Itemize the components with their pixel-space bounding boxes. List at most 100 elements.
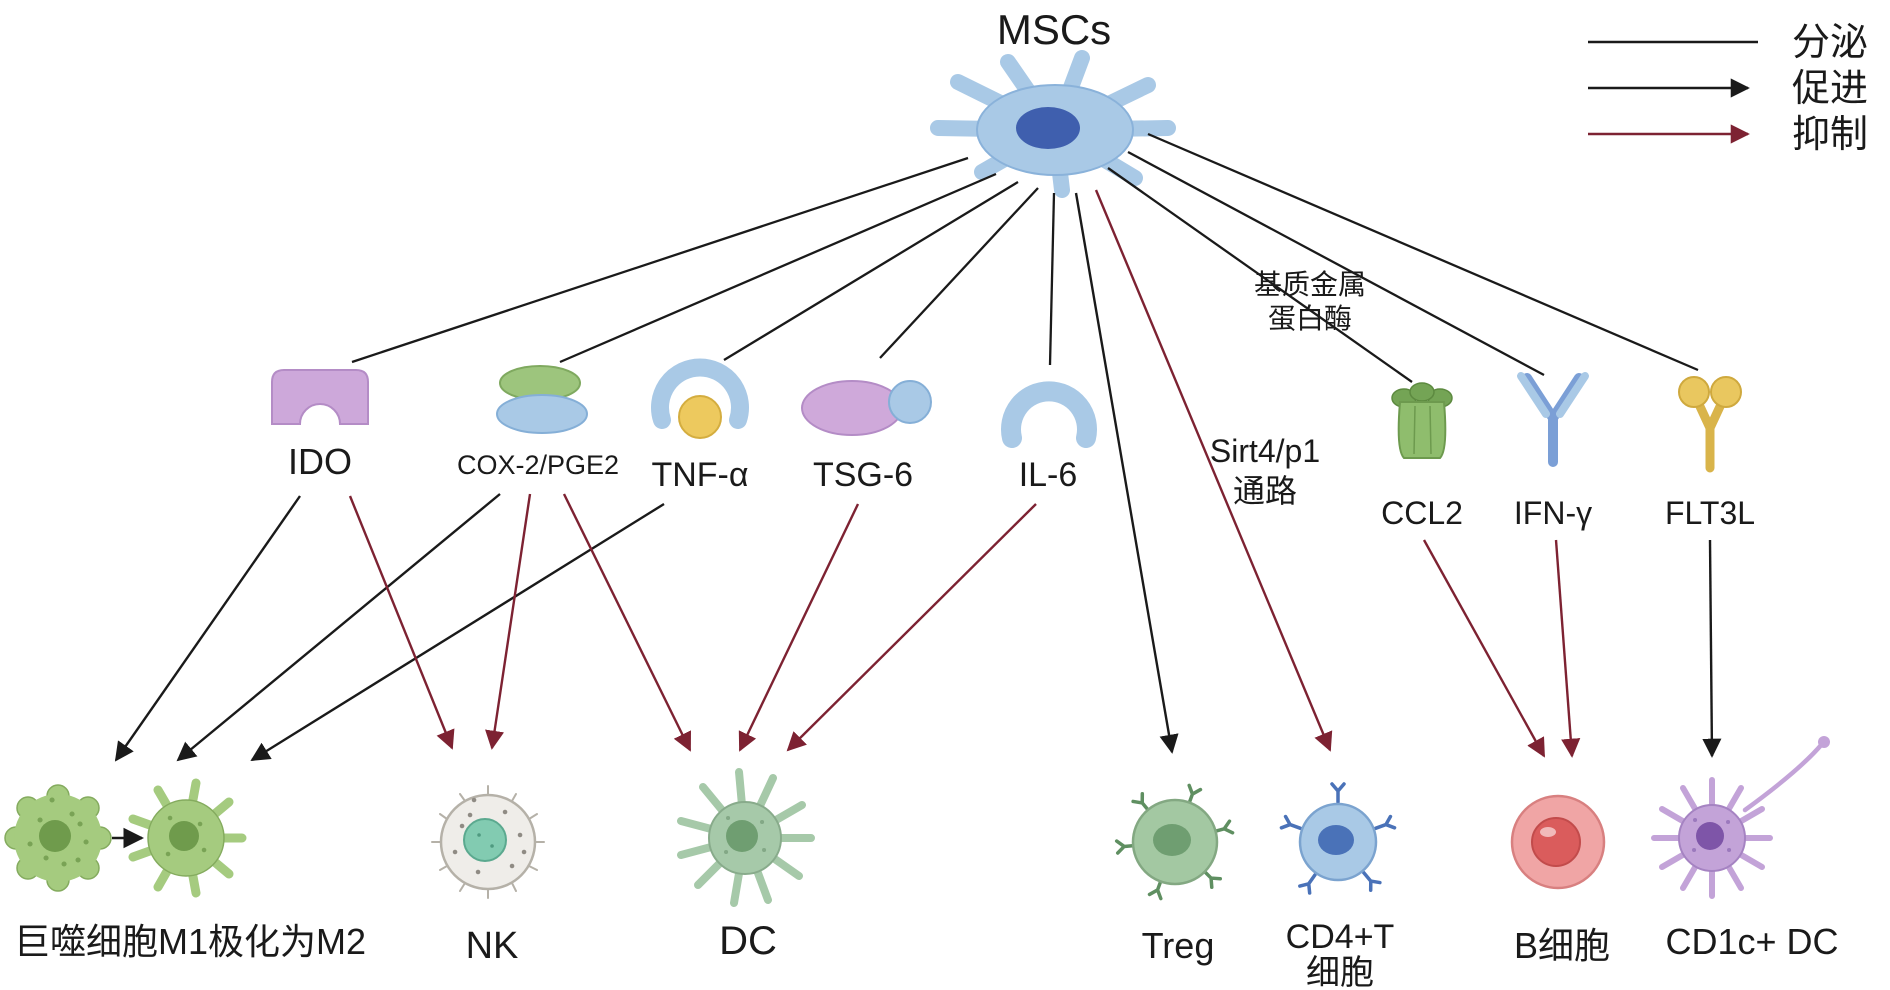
flt3l-ball-icon [1678, 376, 1710, 408]
factor-ifn-gamma: IFN-γ [1514, 372, 1592, 531]
tnfa-arc-icon [651, 358, 749, 429]
factor-sirt4p1: Sirt4/p1 通路 [1210, 433, 1320, 509]
promote-arrow-ido-to-macrophage [114, 495, 301, 762]
legend: 分泌 促进 抑制 [1588, 22, 1868, 156]
legend-secrete-label: 分泌 [1792, 22, 1868, 64]
mmp-label-line1: 基质金属 [1254, 269, 1366, 300]
m1-granules [27, 797, 89, 867]
inhibit-arrow-cox2-to-nk [485, 493, 532, 750]
inhibit-arrow-il6-to-dc [786, 503, 1037, 752]
nk-label: NK [466, 925, 519, 967]
ido-icon [271, 369, 369, 425]
cd1c-nucleus [1696, 822, 1724, 850]
legend-promote-label: 促进 [1792, 68, 1868, 110]
secrete-line-msc-to-ccl2 [1107, 167, 1413, 383]
cd4t-label-line2: 细胞 [1306, 954, 1374, 990]
promote-arrow-flt3l-to-cd1cdc [1702, 539, 1722, 758]
b-cell-label: B细胞 [1514, 925, 1610, 966]
flt3l-ball-icon [1710, 376, 1742, 408]
treg-cell-illustration [1114, 783, 1235, 901]
msc-nucleus [1016, 107, 1080, 149]
secrete-line-msc-to-ifng [1127, 150, 1545, 377]
cd1c-dc-illustration [1651, 736, 1830, 899]
factor-il6: IL-6 [1001, 381, 1097, 494]
cd1c-dc-label: CD1c+ DC [1665, 921, 1838, 962]
nk-hairs [431, 785, 545, 899]
factor-flt3l: FLT3L [1665, 376, 1755, 531]
tsg6-label: TSG-6 [813, 456, 913, 494]
secrete-line-msc-to-tsg6 [879, 187, 1039, 359]
ccl2-body-icon [1397, 401, 1447, 459]
sirt4p1-label-line2: 通路 [1233, 473, 1297, 509]
macrophage-label: 巨噬细胞M1极化为M2 [14, 921, 366, 962]
m1-nucleus [39, 820, 71, 852]
il6-icon [1001, 381, 1097, 448]
factor-cox2-pge2: COX-2/PGE2 [457, 365, 619, 480]
cd4t-label-line1: CD4+T [1286, 918, 1395, 956]
factor-ccl2: CCL2 [1381, 382, 1463, 531]
tnfa-label: TNF-α [651, 456, 748, 494]
dc-cell-illustration [677, 768, 815, 907]
flt3l-label: FLT3L [1665, 495, 1755, 531]
secretion-lines [351, 132, 1699, 383]
secrete-line-msc-to-tnfa [723, 181, 1019, 361]
secrete-line-msc-to-il6 [1048, 192, 1056, 366]
tsg6-subunit-icon [888, 380, 932, 424]
factor-ido: IDO [271, 369, 369, 482]
flt3l-stem-icon [1692, 395, 1728, 473]
inhibit-arrow-ccl2-to-bcell [1422, 539, 1546, 758]
secrete-line-msc-to-cox2pge2 [559, 172, 997, 364]
dc-nucleus [726, 820, 758, 852]
promote-arrow-cox2-to-macrophage [176, 493, 501, 762]
treg-label: Treg [1142, 925, 1215, 966]
ifng-antibody-arms [1517, 372, 1589, 418]
m2-nucleus [169, 821, 199, 851]
legend-inhibit-label: 抑制 [1792, 114, 1868, 156]
secrete-line-msc-to-ido [351, 156, 969, 364]
cd1c-dendrite-tip [1818, 736, 1830, 748]
dc-label: DC [719, 919, 777, 963]
msc-cell-illustration [930, 50, 1176, 198]
ccl2-label: CCL2 [1381, 495, 1463, 531]
il6-label: IL-6 [1019, 456, 1078, 494]
tnfa-core-icon [678, 395, 722, 439]
inhibit-arrow-ifng-to-bcell [1554, 539, 1581, 758]
promote-arrow-msc-to-treg [1074, 192, 1179, 754]
ifng-label: IFN-γ [1514, 495, 1592, 531]
cd1c-long-dendrite [1742, 741, 1825, 813]
inhibit-arrow-msc-to-cd4t [1094, 189, 1333, 752]
nk-nucleus [463, 818, 507, 862]
ido-label: IDO [288, 441, 352, 482]
nk-nucleus-dots [477, 833, 494, 848]
mmp-label-line2: 蛋白酶 [1268, 303, 1352, 334]
factor-mmp: 基质金属 蛋白酶 [1254, 269, 1366, 334]
inhibit-arrow-tsg6-to-dc [738, 503, 860, 752]
macrophage-m1-illustration [4, 784, 112, 892]
tsg6-body-icon [801, 380, 903, 436]
dc-granules [724, 816, 767, 854]
cell-labels: 巨噬细胞M1极化为M2 NK DC Treg CD4+T 细胞 B细胞 CD1c… [14, 918, 1839, 990]
treg-nucleus [1153, 824, 1191, 856]
b-cell-highlight [1540, 827, 1556, 837]
pge2-icon [496, 394, 588, 434]
promote-arrow-tnfa-to-macrophage [250, 502, 665, 762]
cd1c-granules [1692, 818, 1732, 852]
factor-tsg6: TSG-6 [801, 380, 932, 494]
cox2-pge2-label: COX-2/PGE2 [457, 450, 619, 480]
cd4t-nucleus [1318, 825, 1354, 855]
sirt4p1-label-line1: Sirt4/p1 [1210, 433, 1320, 469]
factor-tnf-alpha: TNF-α [651, 358, 749, 494]
cd4t-cell-illustration [1279, 782, 1397, 895]
ccl2-knob-icon [1409, 382, 1435, 402]
effect-arrows [112, 493, 1722, 849]
inhibit-arrow-ido-to-nk [348, 495, 455, 750]
ccl2-body-detail [1413, 405, 1432, 455]
b-cell-nucleus [1531, 817, 1581, 867]
b-cell-illustration [1510, 794, 1606, 890]
msc-title: MSCs [997, 6, 1111, 53]
secrete-line-msc-to-flt3l [1147, 132, 1699, 372]
inhibit-arrow-cox2-to-dc [562, 493, 692, 752]
macrophage-m2-illustration [128, 778, 247, 898]
nk-cell-illustration [431, 785, 545, 899]
